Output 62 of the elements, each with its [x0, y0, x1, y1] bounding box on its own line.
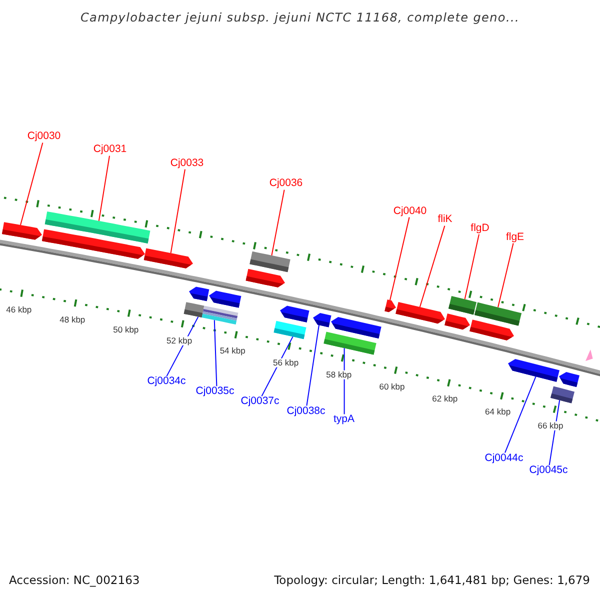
leader-line [170, 168, 186, 254]
gene-bar [189, 286, 210, 302]
gene-bar [508, 359, 560, 382]
gene-label: Cj0038c [286, 406, 326, 418]
tick-label: 66 kbp [536, 421, 564, 430]
gene-bar [184, 302, 204, 318]
map-title: Campylobacter jejuni subsp. jejuni NCTC 11168, complete geno... [80, 11, 520, 25]
gene-bar [550, 386, 574, 404]
gene-bar [2, 222, 42, 240]
leader-line [419, 225, 446, 308]
gene-label: Cj0033 [170, 158, 204, 170]
gene-bar [44, 211, 150, 244]
gene-label: flgD [470, 222, 490, 234]
gene-bar [202, 306, 238, 324]
gene-label: Cj0036 [269, 178, 303, 190]
leader-line [390, 216, 410, 301]
tick-label: 46 kbp [5, 305, 33, 315]
gene-bar [448, 296, 477, 315]
gene-bar [396, 302, 445, 324]
gene-bar [444, 314, 470, 330]
gene-bar [313, 313, 332, 328]
leader-line [464, 234, 480, 300]
gene-label: typA [334, 414, 354, 426]
leader-line [504, 376, 536, 454]
leader-line [306, 324, 320, 406]
tick-label: 54 kbp [218, 346, 246, 356]
gene-bar [209, 290, 242, 308]
leader-line [548, 400, 560, 466]
gene-bar [559, 372, 580, 388]
gene-bar [384, 299, 396, 312]
gene-bar [470, 320, 514, 340]
tick-label: 58 kbp [325, 370, 353, 380]
gene-label: fliK [438, 214, 452, 226]
gene-label: Cj0044c [484, 452, 524, 464]
gene-bar [331, 317, 382, 338]
leader-line [20, 142, 44, 226]
leader-line [98, 155, 110, 222]
leader-line [271, 189, 285, 256]
gene-label: Cj0037c [240, 396, 280, 408]
gene-label: Cj0030 [27, 131, 61, 143]
tick-label: 56 kbp [272, 358, 300, 368]
gene-label: Cj0045c [529, 465, 568, 477]
gene-label: Cj0035c [196, 386, 234, 398]
gene-label: Cj0031 [93, 144, 127, 156]
tick-label: 52 kbp [166, 336, 194, 346]
gene-bar [274, 320, 306, 340]
gene-label: flgE [506, 232, 524, 244]
accession-text: Accession: NC_002163 [9, 574, 140, 588]
gene-bar [250, 251, 290, 272]
gene-label: Cj0040 [393, 206, 427, 218]
tick-label: 48 kbp [58, 315, 86, 324]
tick-label: 60 kbp [378, 382, 406, 392]
gene-bar [280, 306, 310, 322]
genome-stats-text: Topology: circular; Length: 1,641,481 bp; Genes: 1,679 [274, 574, 590, 588]
tick-label: 50 kbp [112, 325, 140, 335]
gene-bar [246, 268, 285, 288]
tick-label: 62 kbp [431, 394, 459, 404]
gene-label: Cj0034c [147, 376, 186, 388]
tick-label: 64 kbp [484, 408, 512, 418]
gene-bar [474, 302, 522, 326]
gene-bar [144, 248, 193, 268]
leader-line [214, 320, 218, 387]
